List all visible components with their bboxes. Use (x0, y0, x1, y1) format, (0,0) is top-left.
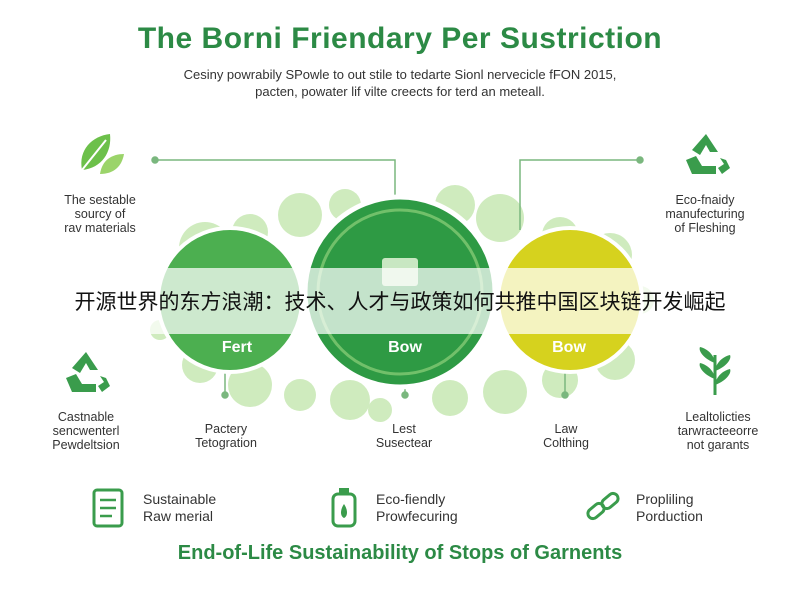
leaf-icon (72, 130, 128, 178)
link-icon (583, 488, 623, 526)
overlay-headline: 开源世界的东方浪潮：技术、人才与政策如何共推中国区块链开发崛起 (74, 290, 726, 314)
overlay-band (0, 268, 800, 334)
recycle-icon (58, 348, 114, 396)
subtitle-line-2: pacten, powater lif vilte creects for te… (255, 84, 545, 99)
diagram-subtitle: Cesiny powrabily SPowle to out stile to … (80, 66, 720, 100)
recycle-icon (678, 130, 734, 178)
circle-center-label: Bow (388, 339, 422, 356)
circle-left-label: Fert (221, 339, 253, 356)
circle-right-label: Bow (552, 339, 586, 356)
document-icon (90, 488, 126, 528)
subtitle-line-1: Cesiny powrabily SPowle to out stile to … (183, 67, 617, 82)
footer-title: End-of-Life Sustainability of Stops of G… (177, 542, 623, 564)
bottle-icon (328, 486, 360, 528)
plant-icon (690, 345, 740, 397)
diagram-title: The Borni Friendary Per Sustriction (137, 22, 663, 55)
